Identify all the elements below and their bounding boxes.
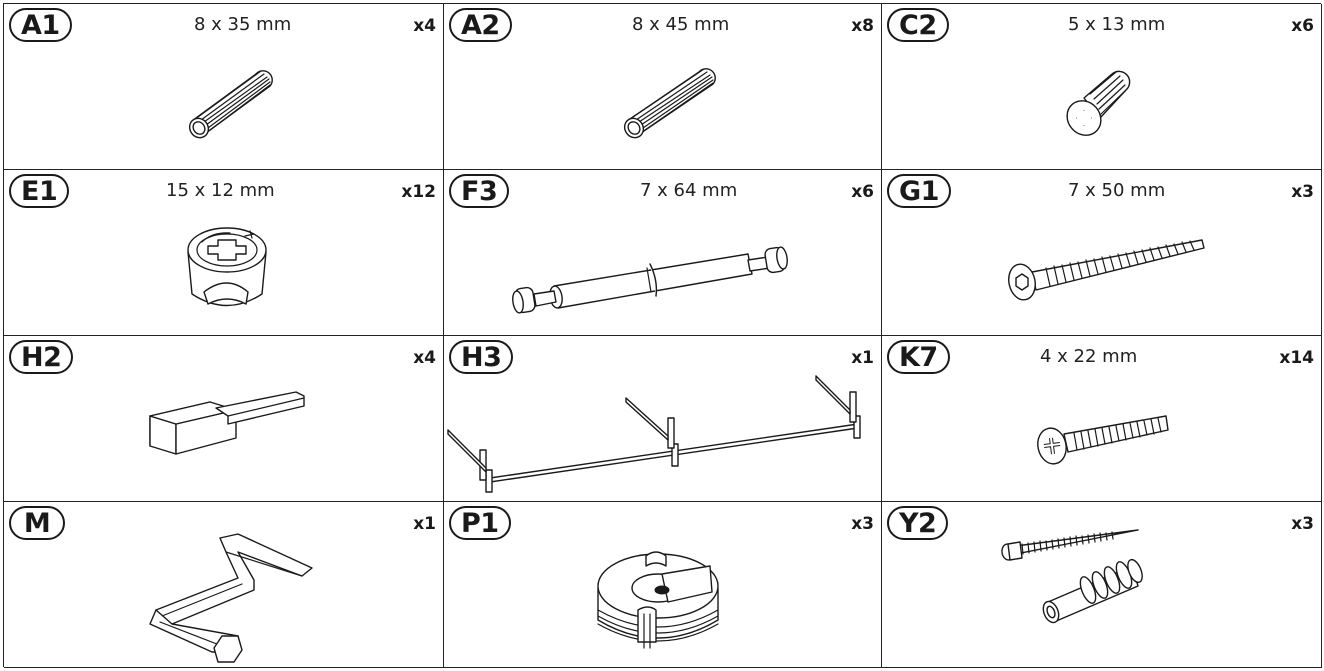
part-cell-a1: A1 8 x 35 mm x4	[4, 4, 444, 170]
part-quantity: x12	[401, 182, 436, 202]
part-quantity: x1	[851, 348, 874, 368]
wooden-dowel-icon	[619, 66, 729, 150]
hex-key-icon	[142, 528, 322, 667]
double-connector-bolt-icon	[510, 240, 810, 324]
part-code: H3	[449, 340, 514, 374]
shelf-support-bracket-icon	[146, 391, 316, 478]
part-code: Y2	[887, 506, 949, 540]
part-size: 4 x 22 mm	[1040, 346, 1138, 367]
part-size: 15 x 12 mm	[166, 180, 275, 201]
part-code: F3	[449, 174, 510, 208]
part-quantity: x1	[413, 514, 436, 534]
pan-head-screw-icon	[1030, 404, 1180, 478]
part-cell-p1: P1 x3	[444, 502, 882, 668]
part-code: H2	[9, 340, 74, 374]
part-size: 7 x 64 mm	[640, 180, 738, 201]
part-cell-h3: H3 x1	[444, 336, 882, 502]
wall-plug-and-screw-icon	[998, 526, 1148, 640]
part-code: P1	[449, 506, 511, 540]
part-size: 5 x 13 mm	[1068, 14, 1166, 35]
wooden-dowel-icon	[184, 66, 284, 150]
part-cell-y2: Y2 x3	[882, 502, 1322, 668]
part-size: 8 x 35 mm	[194, 14, 292, 35]
part-cell-e1: E1 15 x 12 mm x12	[4, 170, 444, 336]
part-code: K7	[887, 340, 950, 374]
part-quantity: x6	[851, 182, 874, 202]
part-quantity: x3	[1291, 182, 1314, 202]
flat-head-screw-icon	[1064, 66, 1144, 150]
metal-rail-frame-icon	[446, 370, 878, 501]
hardware-parts-sheet: A1 8 x 35 mm x4 A2 8 x 45 mm x8	[3, 3, 1322, 668]
cam-lock-icon	[182, 222, 272, 326]
part-cell-f3: F3 7 x 64 mm x6	[444, 170, 882, 336]
part-quantity: x3	[851, 514, 874, 534]
part-code: G1	[887, 174, 951, 208]
part-quantity: x6	[1291, 16, 1314, 36]
part-cell-h2: H2 x4	[4, 336, 444, 502]
part-cell-a2: A2 8 x 45 mm x8	[444, 4, 882, 170]
part-quantity: x4	[413, 348, 436, 368]
part-size: 7 x 50 mm	[1068, 180, 1166, 201]
part-size: 8 x 45 mm	[632, 14, 730, 35]
part-code: C2	[887, 8, 949, 42]
part-cell-c2: C2 5 x 13 mm x6	[882, 4, 1322, 170]
part-quantity: x8	[851, 16, 874, 36]
part-cell-m: M x1	[4, 502, 444, 668]
part-quantity: x14	[1279, 348, 1314, 368]
part-quantity: x3	[1291, 514, 1314, 534]
part-code: M	[9, 506, 65, 540]
part-quantity: x4	[413, 16, 436, 36]
part-code: E1	[9, 174, 70, 208]
part-cell-k7: K7 4 x 22 mm x14	[882, 336, 1322, 502]
part-code: A2	[449, 8, 512, 42]
cam-housing-icon	[592, 538, 732, 662]
part-code: A1	[9, 8, 72, 42]
hex-socket-screw-icon	[1002, 234, 1212, 308]
part-cell-g1: G1 7 x 50 mm x3	[882, 170, 1322, 336]
